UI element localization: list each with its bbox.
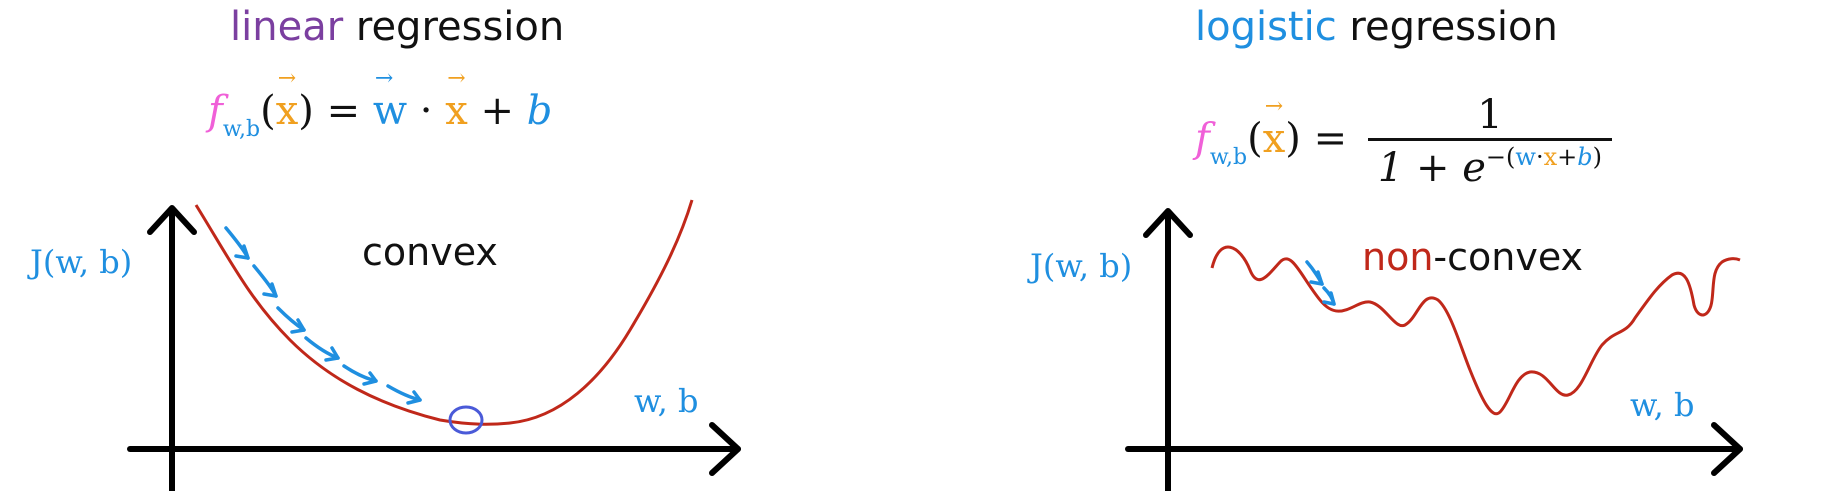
logistic-regression-title: logistic regression xyxy=(1195,4,1558,50)
left-x-arrowhead xyxy=(709,422,741,476)
title-linear-word: linear xyxy=(230,4,344,50)
formula-paren-close-right: ) xyxy=(1285,115,1301,162)
convex-label: convex xyxy=(362,230,498,274)
denominator-base: 1 + e xyxy=(1377,145,1486,191)
formula-f-right: f xyxy=(1195,115,1210,162)
formula-subscript-right: w,b xyxy=(1209,144,1248,170)
convex-suffix: -convex xyxy=(1433,235,1584,279)
global-minimum-marker xyxy=(448,405,484,435)
formula-paren-close: ) xyxy=(298,88,314,134)
formula-x-vector-right: x xyxy=(1263,94,1286,162)
title-logistic-word: logistic xyxy=(1195,4,1337,50)
formula-f: f xyxy=(208,88,223,134)
non-convex-label: non-convex xyxy=(1362,235,1583,279)
formula-plus: + xyxy=(467,88,527,134)
right-y-arrowhead xyxy=(1143,208,1193,238)
left-y-axis-label: J(w, b) xyxy=(30,243,133,281)
descent-step-6-head xyxy=(406,390,422,405)
descent-step-1-head xyxy=(234,244,250,260)
formula-subscript: w,b xyxy=(222,117,261,142)
non-prefix: non xyxy=(1362,235,1434,279)
left-x-axis-label: w, b xyxy=(634,382,699,420)
local-step-2-head xyxy=(1322,291,1336,306)
gradient-descent-steps xyxy=(224,226,422,405)
descent-step-5-head xyxy=(362,371,378,386)
formula-b: b xyxy=(526,88,553,134)
fraction-denominator: 1 + e−(w·x+b) xyxy=(1367,138,1612,191)
exponent-w: w xyxy=(1515,143,1536,171)
linear-regression-title: linear regression xyxy=(230,4,564,50)
exponent-close: ) xyxy=(1592,143,1602,171)
exponent-b: b xyxy=(1577,143,1593,171)
formula-x-vector: x xyxy=(276,66,299,134)
logistic-model-formula: fw,b(x) = 11 + e−(w·x+b) xyxy=(1195,92,1612,191)
title-regression-word: regression xyxy=(343,4,565,50)
descent-step-4-head xyxy=(324,346,340,362)
formula-paren-open: ( xyxy=(260,88,276,134)
left-y-arrowhead xyxy=(147,205,197,235)
right-x-axis-label: w, b xyxy=(1630,386,1695,424)
descent-step-3-head xyxy=(290,318,306,334)
right-y-axis-label: J(w, b) xyxy=(1030,247,1133,285)
convex-cost-curve xyxy=(194,199,694,426)
descent-step-2-head xyxy=(262,282,278,298)
formula-dot: · xyxy=(407,88,446,134)
right-x-arrowhead xyxy=(1711,422,1743,476)
non-convex-cost-curve xyxy=(1210,245,1741,416)
exponent-dot: · xyxy=(1535,143,1544,171)
exponent: −(w·x+b) xyxy=(1486,143,1602,171)
local-step-1-head xyxy=(1309,270,1324,286)
linear-model-formula: fw,b(x) = w · x + b xyxy=(208,66,553,142)
exponent-open: −( xyxy=(1485,143,1516,171)
formula-w-vector: w xyxy=(373,66,407,134)
formula-x-vector-2: x xyxy=(445,66,468,134)
exponent-x: x xyxy=(1543,143,1558,171)
exponent-plus: + xyxy=(1557,143,1578,171)
formula-equals: = xyxy=(313,88,373,134)
title-regression-word-right: regression xyxy=(1336,4,1558,50)
fraction-numerator: 1 xyxy=(1477,92,1503,138)
local-descent-step xyxy=(1305,260,1336,306)
left-axes xyxy=(127,205,741,491)
formula-paren-open-right: ( xyxy=(1247,115,1263,162)
right-axes xyxy=(1125,208,1743,491)
formula-equals-right: = xyxy=(1300,115,1360,162)
